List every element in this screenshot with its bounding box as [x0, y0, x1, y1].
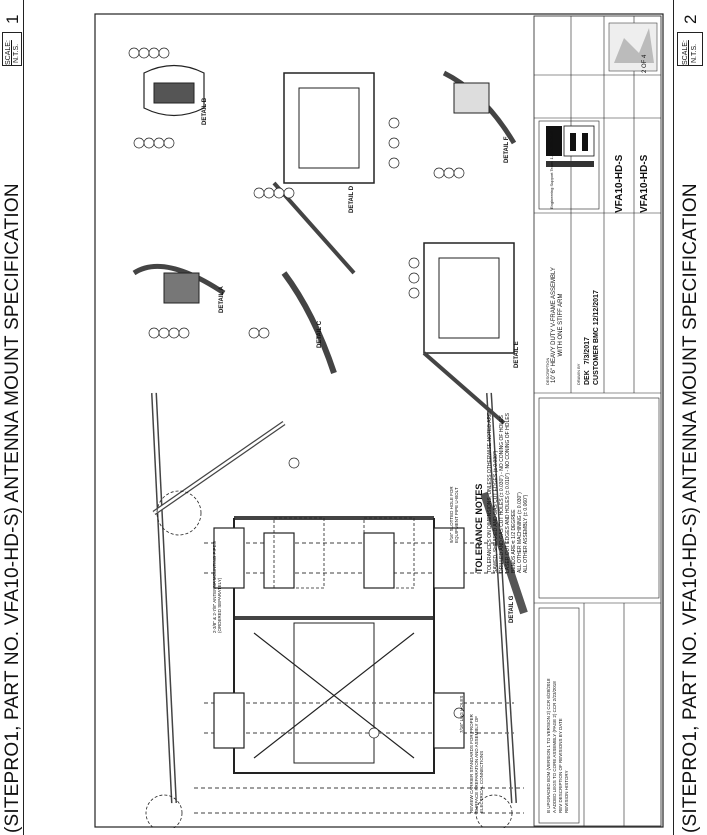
engineering-drawing: TOLERANCE NOTES TOLERANCES ON DIMENSIONS…: [94, 13, 664, 828]
right-scale-box: SCALE: N.T.S.: [677, 32, 703, 66]
detail-g-label: DETAIL G: [509, 595, 515, 623]
tb-dwg-no: VFA10-HD-S: [639, 154, 650, 213]
left-title-strip: (SITEPRO1, PART NO. VFA10-HD-S) ANTENNA …: [0, 0, 24, 835]
right-scale-label: SCALE:: [682, 40, 689, 65]
main-assembly-view: [145, 392, 524, 828]
right-scale-value: N.T.S.: [691, 43, 698, 63]
left-scale-value: N.T.S.: [13, 43, 20, 63]
pipes-note: 2-3/8" & 2-7/8" ANTENNA MOUNTING PIPES (…: [212, 541, 222, 633]
tb-description: DESCRIPTION 10' 6" HEAVY DUTY V-FRAME AS…: [545, 267, 564, 385]
tb-drawn: DRAWN BY DEK 7/3/2017 CUSTOMER BMC 12/12…: [576, 290, 600, 385]
drawing-canvas: [94, 13, 664, 828]
tb-company-tagline: Engineering Support Team: 1-888-753-7446: [549, 131, 554, 209]
tolerance-heading: TOLERANCE NOTES: [474, 483, 484, 573]
detail-d-label: DETAIL D: [349, 185, 355, 213]
revision-history: B UPGRADED BOM (VERSION 1 TO VERSION 2) …: [546, 678, 569, 813]
detail-b-label: DETAIL B: [202, 97, 208, 125]
right-strip-title: (SITEPRO1, PART NO. VFA10-HD-S) ANTENNA …: [680, 183, 701, 833]
detail-c-label: DETAIL C: [317, 320, 323, 348]
tb-part-no: VFA10-HD-S: [614, 154, 625, 213]
notes-area: [538, 397, 660, 824]
tb-sheet: 2 OF 4: [642, 54, 648, 73]
detail-f-label: DETAIL F: [504, 136, 510, 163]
left-strip-title: (SITEPRO1, PART NO. VFA10-HD-S) ANTENNA …: [2, 183, 23, 833]
carrier-standards-note: REVIEW CARRIER STANDARDS FOR PROPER SURF…: [469, 714, 484, 813]
left-scale-box: SCALE: N.T.S.: [2, 32, 22, 66]
right-title-strip: (SITEPRO1, PART NO. VFA10-HD-S) ANTENNA …: [673, 0, 707, 835]
detail-a-label: DETAIL A: [219, 286, 225, 313]
slotted-hole-note: 9/16" SLOTTED HOLE FOR EQUIPMENT PIPE U-…: [449, 486, 459, 543]
tolerance-lines: TOLERANCES ON DIMENSIONS, UNLESS OTHERWI…: [487, 411, 529, 573]
title-block: [533, 15, 662, 827]
detail-e-label: DETAIL E: [514, 341, 520, 368]
part-balloons: [128, 47, 465, 739]
left-scale-label: SCALE:: [5, 40, 12, 65]
lug-holes-note: 7/16" LUG HOLES: [459, 695, 464, 733]
right-page-number: 2: [681, 14, 700, 24]
detail-views: [132, 64, 528, 615]
left-page-number: 1: [3, 14, 22, 24]
